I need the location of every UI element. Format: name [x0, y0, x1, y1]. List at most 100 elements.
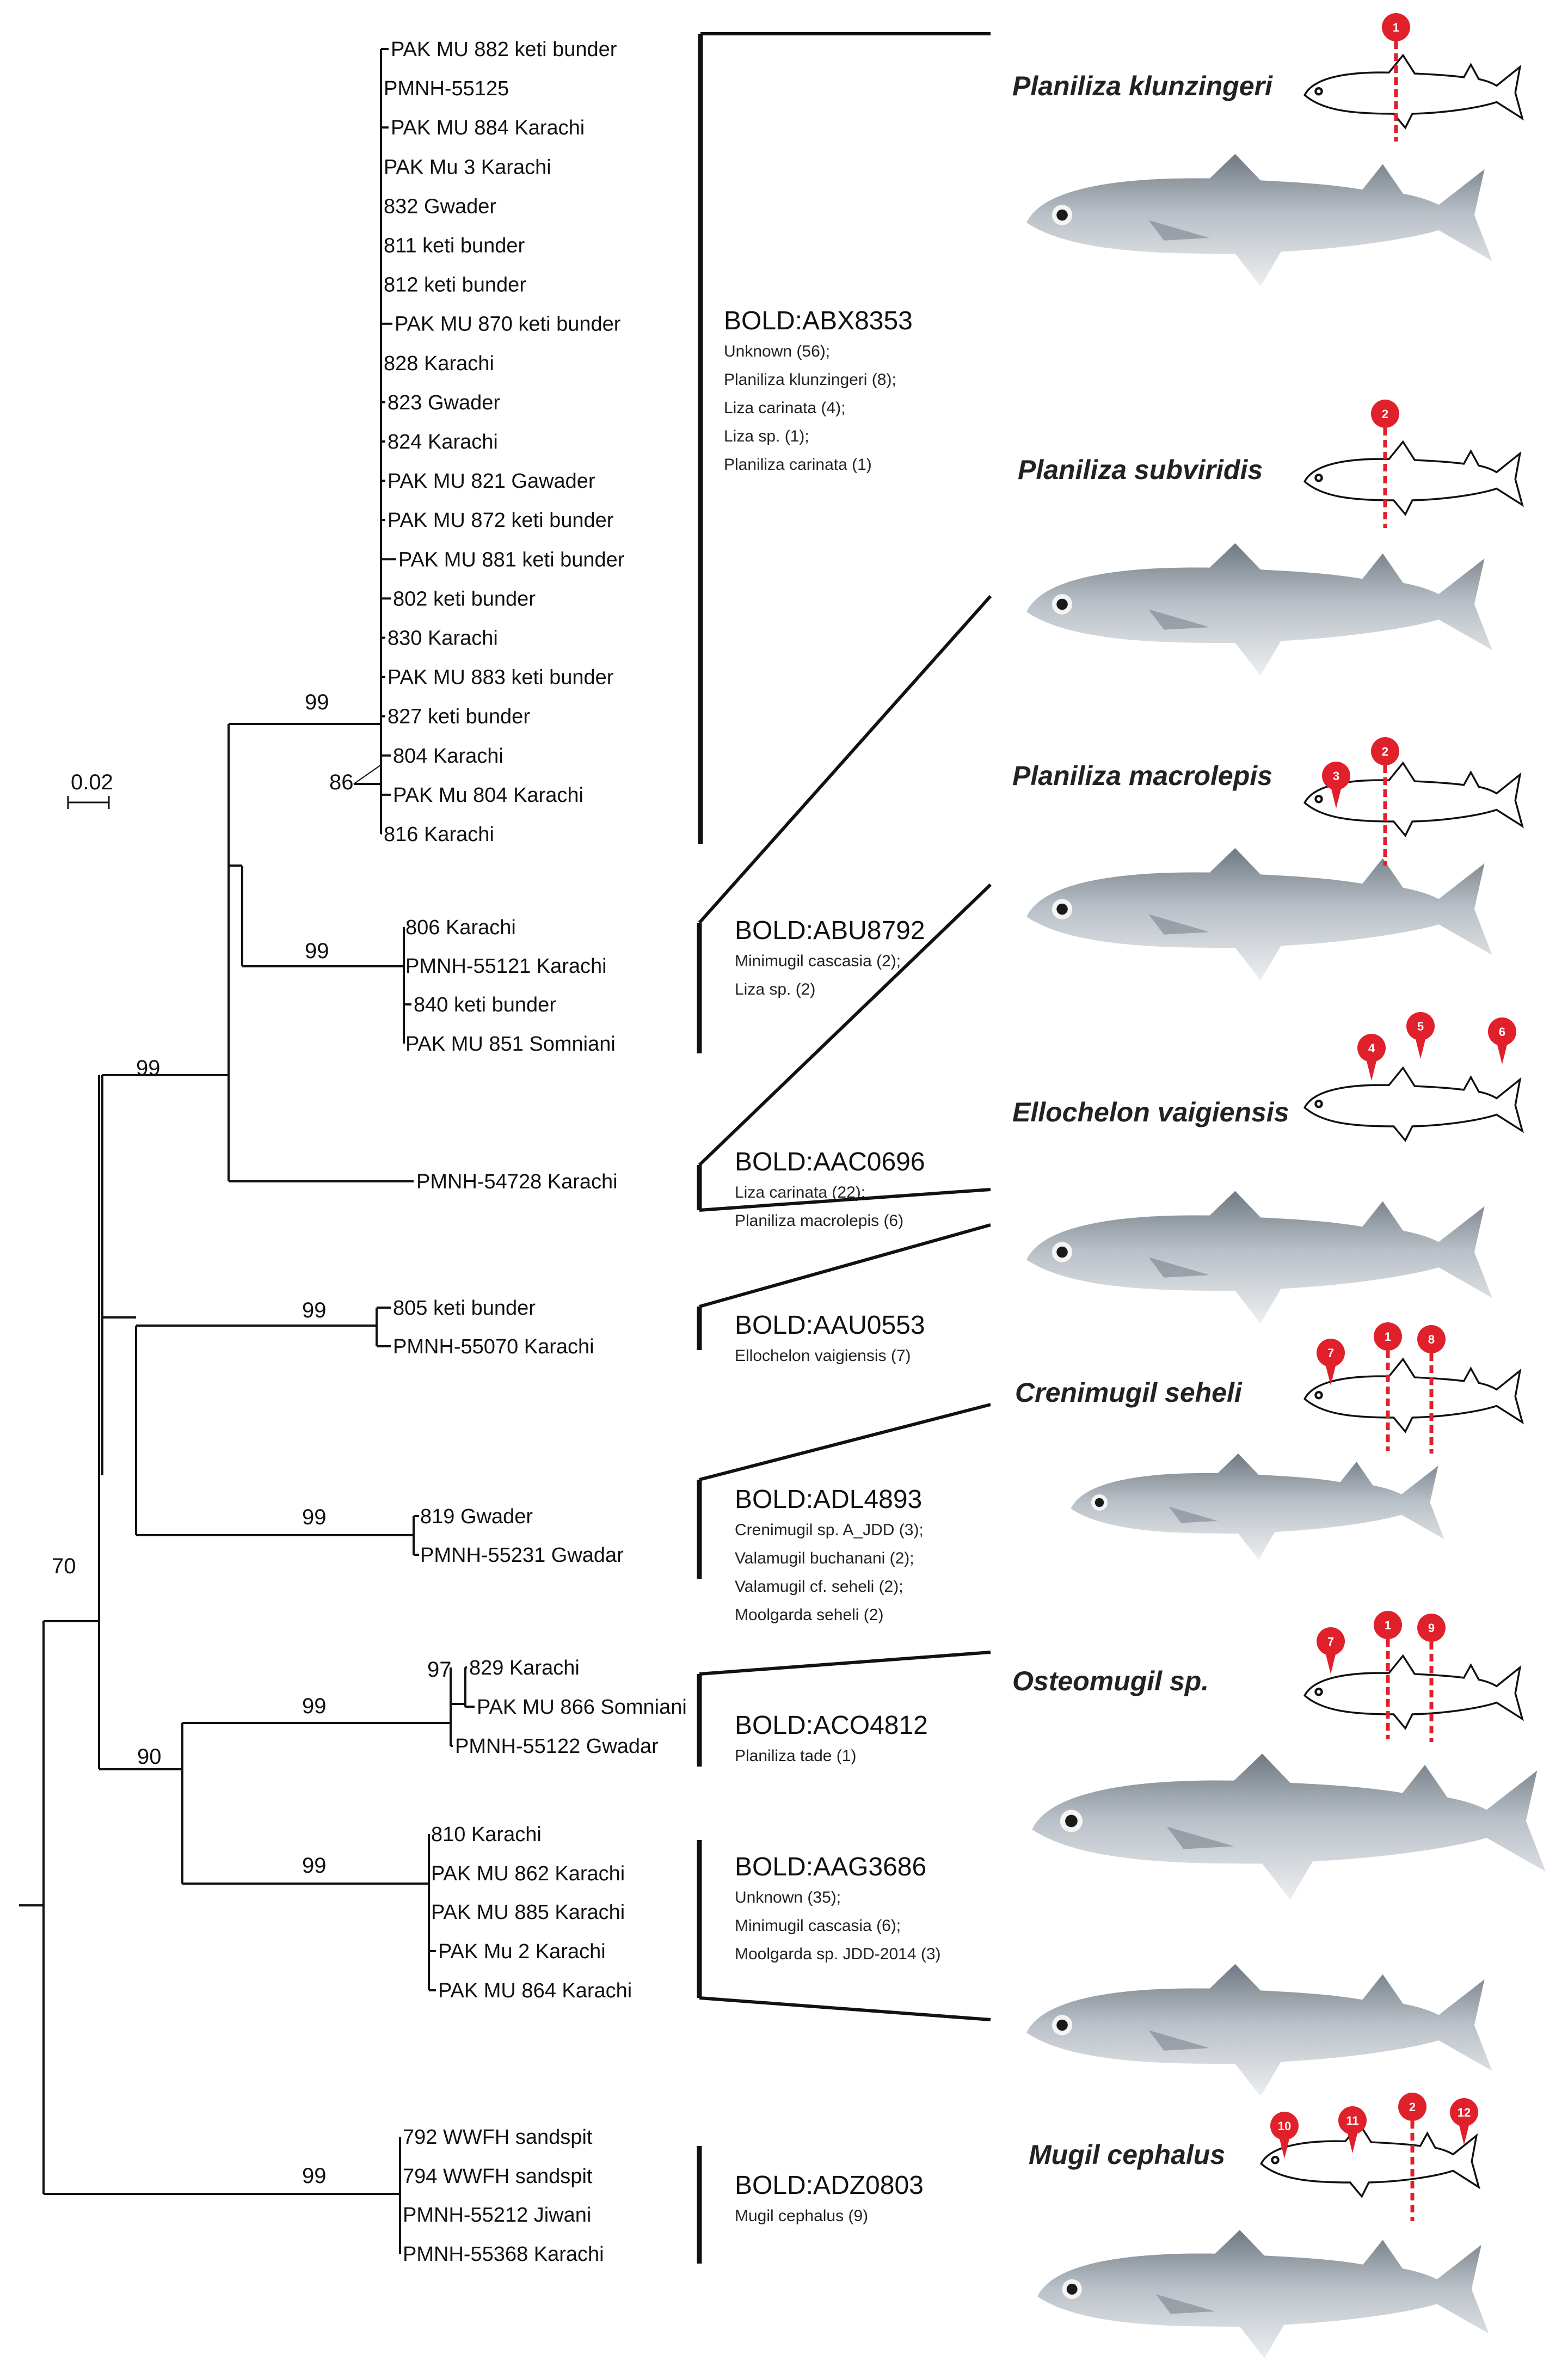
bootstrap-value: 99 — [302, 2164, 327, 2188]
bin-member: Liza sp. (2) — [735, 980, 815, 998]
diagnostic-marker: 3 — [1322, 762, 1350, 808]
marker-pin — [1382, 13, 1410, 41]
leaf-label: 819 Gwader — [420, 1505, 533, 1528]
marker-number: 11 — [1346, 2114, 1358, 2127]
species-name: Planiliza macrolepis — [1012, 761, 1272, 791]
leaf-label: 812 keti bunder — [384, 274, 526, 297]
marker-number: 10 — [1278, 2119, 1291, 2133]
mullet-fish-icon — [1026, 1191, 1492, 1323]
leaf-label: PAK Mu 3 Karachi — [384, 156, 551, 179]
leaf-label: PAK MU 883 keti bunder — [388, 666, 614, 689]
species-name: Mugil cephalus — [1029, 2139, 1225, 2170]
marker-number: 1 — [1385, 1330, 1391, 1344]
fish-outline-icon — [1303, 1066, 1523, 1142]
marker-pointer — [1325, 1652, 1336, 1674]
marker-number: 1 — [1393, 21, 1399, 34]
bin-connector — [698, 883, 992, 1167]
mullet-fish-icon — [1026, 848, 1492, 980]
species-panel: Planiliza macrolepis — [1012, 761, 1523, 980]
diagnostic-marker: 7 — [1317, 1627, 1345, 1674]
diagnostic-marker: 2 — [1371, 737, 1399, 866]
bin-member: Valamugil cf. seheli (2); — [735, 1578, 903, 1596]
diagnostic-marker: 4 — [1357, 1034, 1386, 1081]
diagnostic-marker: 5 — [1406, 1012, 1435, 1059]
bin-member: Planiliza tade (1) — [735, 1747, 856, 1765]
bin-member: Liza sp. (1); — [724, 427, 809, 445]
mullet-fish-icon — [1032, 1753, 1546, 1900]
marker-number: 2 — [1409, 2100, 1416, 2114]
leaf-label: PAK MU 851 Somniani — [405, 1033, 616, 1056]
leaf-label: PAK MU 864 Karachi — [438, 1979, 632, 2002]
marker-pin — [1371, 400, 1399, 428]
leaf-label: 827 keti bunder — [388, 706, 530, 728]
bin-id: BOLD:ACO4812 — [735, 1711, 928, 1740]
leaf-label: 824 Karachi — [388, 431, 498, 453]
leaf-label: PAK Mu 804 Karachi — [393, 784, 583, 807]
marker-pin — [1317, 1627, 1345, 1655]
bin-member: Minimugil cascasia (2); — [735, 952, 901, 970]
diagnostic-marker: 9 — [1417, 1614, 1446, 1742]
leaf-label: 823 Gwader — [388, 391, 500, 414]
leaf-label: 802 keti bunder — [393, 587, 536, 610]
leaf-label: PAK MU 866 Somniani — [477, 1696, 687, 1719]
marker-pin — [1317, 1339, 1345, 1367]
leaf-label: PAK MU 884 Karachi — [391, 116, 585, 139]
scale-bar: 0.02 — [67, 770, 113, 809]
bin-id: BOLD:ABU8792 — [735, 916, 925, 945]
bin-connector — [699, 1188, 991, 1212]
leaf-label: 830 Karachi — [388, 627, 498, 650]
species-panel: Planiliza subviridis — [1018, 440, 1523, 676]
leaf-label: PMNH-55231 Gwadar — [420, 1544, 624, 1567]
bin-id: BOLD:AAC0696 — [735, 1148, 925, 1176]
bootstrap-value: 70 — [52, 1554, 76, 1578]
marker-pointer — [1366, 1059, 1377, 1081]
fish-outline-icon — [1303, 1654, 1523, 1730]
marker-number: 7 — [1327, 1346, 1334, 1360]
diagnostic-marker: 10 — [1270, 2112, 1299, 2159]
diagnostic-marker: 2 — [1398, 2093, 1426, 2221]
leaf-label: 806 Karachi — [405, 916, 516, 939]
bin-id: BOLD:AAU0553 — [735, 1311, 925, 1340]
bin-member: Unknown (56); — [724, 342, 830, 360]
marker-pointer — [1347, 2131, 1358, 2153]
marker-pointer — [1415, 1037, 1426, 1059]
marker-pin — [1417, 1614, 1446, 1642]
marker-number: 8 — [1428, 1333, 1435, 1346]
mullet-fish-icon — [1026, 1964, 1492, 2096]
bin-id: BOLD:ABX8353 — [724, 306, 913, 335]
bootstrap-value: 99 — [302, 1694, 327, 1718]
marker-pointer — [1279, 2137, 1290, 2159]
species-name: Planiliza subviridis — [1018, 455, 1263, 485]
diagnostic-marker: 12 — [1450, 2098, 1478, 2145]
marker-pointer — [1497, 1043, 1508, 1064]
bin-id: BOLD:ADL4893 — [735, 1485, 922, 1514]
bin-connector — [698, 595, 992, 924]
bootstrap-value: 90 — [137, 1745, 162, 1769]
marker-pin — [1406, 1012, 1435, 1040]
bin-member: Moolgarda sp. JDD-2014 (3) — [735, 1945, 941, 1963]
bin-connector — [699, 1651, 991, 1676]
mullet-fish-icon — [1026, 543, 1492, 676]
bin-member: Liza carinata (4); — [724, 399, 845, 417]
leaf-label: 804 Karachi — [393, 745, 503, 768]
diagnostic-marker: 2 — [1371, 400, 1399, 528]
marker-pin — [1450, 2098, 1478, 2126]
marker-number: 4 — [1368, 1041, 1375, 1055]
marker-number: 5 — [1417, 1020, 1424, 1033]
marker-pin — [1374, 1611, 1402, 1639]
fish-outline-icon — [1303, 54, 1523, 129]
bootstrap-value: 86 — [329, 770, 354, 794]
leaf-label: PAK MU 881 keti bunder — [398, 548, 625, 571]
bootstrap-value: 99 — [305, 939, 329, 963]
diagnostic-marker: 8 — [1417, 1325, 1446, 1454]
tree-branch — [353, 764, 382, 784]
bootstrap-value: 99 — [305, 690, 329, 714]
diagnostic-marker: 1 — [1374, 1322, 1402, 1451]
species-name: Osteomugil sp. — [1012, 1666, 1209, 1696]
marker-number: 12 — [1458, 2106, 1471, 2119]
